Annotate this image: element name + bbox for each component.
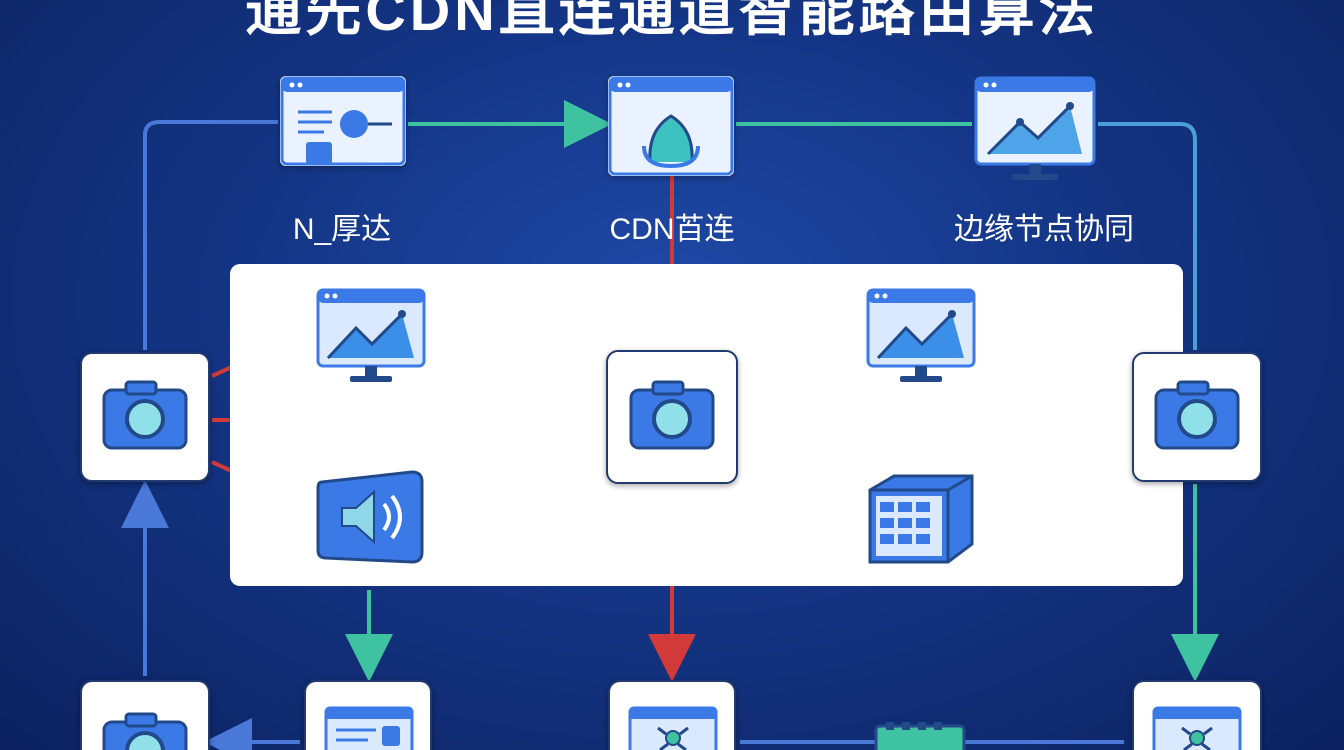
window-node-bottom-center[interactable] [608,680,736,750]
cloud-node[interactable] [608,76,734,176]
label-top-left: N_厚达 [292,213,392,246]
outer-right-down [1098,122,1197,350]
speaker-icon [316,470,424,564]
window-node-bottom-right[interactable] [1132,680,1262,750]
panel-monitor-left[interactable] [316,288,426,386]
panel-server[interactable] [866,472,976,566]
document-connector-node[interactable] [280,76,406,166]
chart-monitor-icon [974,76,1096,180]
chart-monitor-icon [316,288,426,382]
panel-speaker[interactable] [316,470,426,564]
cloud-node-icon [608,76,734,176]
camera-icon [102,380,188,450]
label-top-right: 边缘节点协同 [954,213,1134,246]
sun-window-icon [628,706,718,750]
chart-monitor-top[interactable] [974,76,1096,184]
page-title: 通先CDN直连通道智能路由算法 [245,0,1099,42]
camera-node-left[interactable] [80,352,210,482]
sun-window-icon [1152,706,1242,750]
document-icon [324,706,414,750]
switch-icon [874,722,966,750]
server-rack-icon [868,474,974,564]
camera-node-right[interactable] [1132,352,1262,482]
chart-monitor-icon [866,288,976,382]
document-node-bottom[interactable] [304,680,432,750]
panel-monitor-right[interactable] [866,288,976,386]
camera-icon [1154,380,1240,450]
outer-left-up [143,120,278,350]
switch-bottom[interactable] [872,722,968,750]
label-top-center: CDN苩连 [609,213,735,246]
document-connector-icon [280,76,406,166]
camera-icon [629,380,715,450]
camera-node-bottom-left[interactable] [80,680,210,750]
camera-icon [102,712,188,750]
camera-node-center[interactable] [606,350,738,484]
